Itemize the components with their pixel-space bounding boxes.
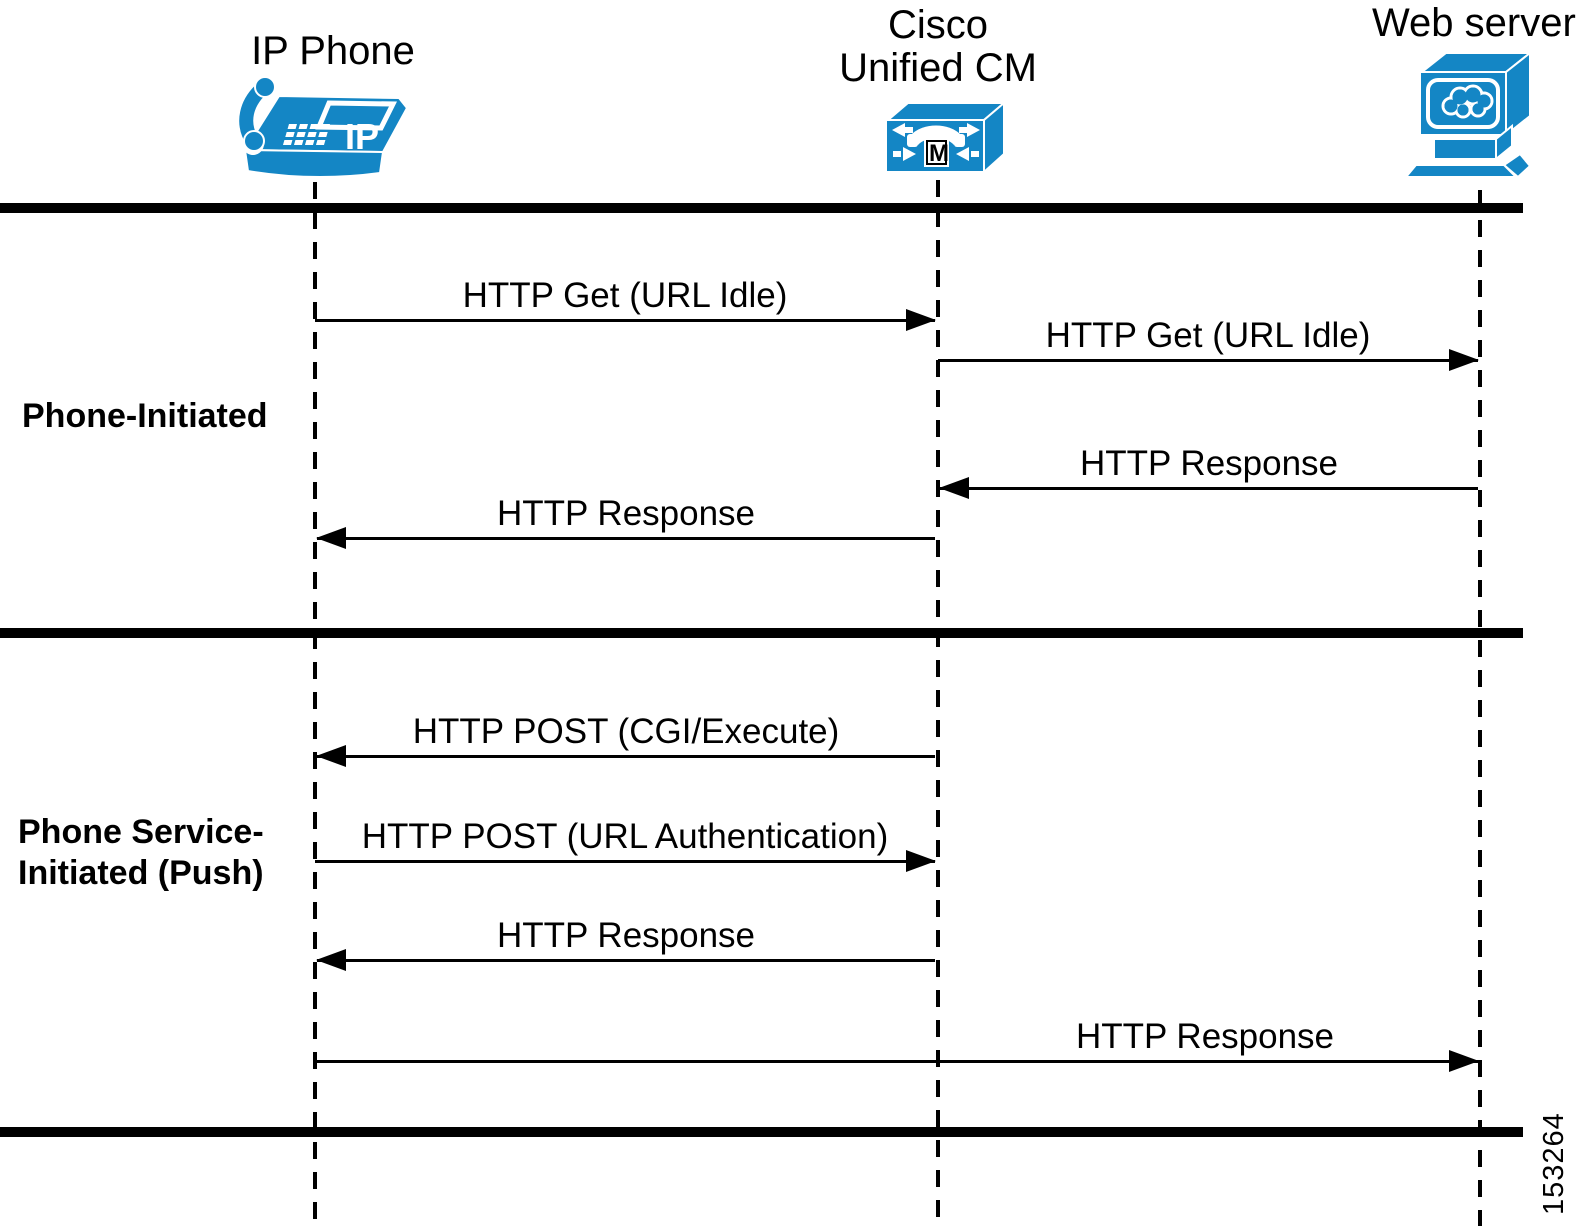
message-arrow xyxy=(315,309,936,331)
message-label: HTTP Response xyxy=(496,494,756,533)
message-arrow xyxy=(938,349,1479,371)
actor-label-web-server: Web server xyxy=(1372,1,1576,45)
arrowhead-left-icon xyxy=(316,745,346,767)
rule-middle xyxy=(0,628,1523,638)
cisco-unified-cm-icon: M xyxy=(885,100,1006,175)
arrowhead-right-icon xyxy=(906,850,936,872)
svg-text:M: M xyxy=(929,140,949,167)
message-http-post-url-authentication: HTTP POST (URL Authentication) xyxy=(315,814,936,872)
rule-top xyxy=(0,203,1523,213)
arrowhead-left-icon xyxy=(316,949,346,971)
section-label-phone-initiated: Phone-Initiated xyxy=(22,397,268,435)
ip-phone-icon: IP xyxy=(234,76,409,179)
message-http-get-url-idle-2: HTTP Get (URL Idle) xyxy=(938,313,1479,371)
message-arrow xyxy=(316,745,935,767)
section-label-phone-service-initiated: Phone Service- Initiated (Push) xyxy=(18,813,264,892)
arrowhead-right-icon xyxy=(1449,1050,1479,1072)
lifeline-cucm xyxy=(936,180,940,1226)
message-label: HTTP POST (CGI/Execute) xyxy=(412,712,840,751)
arrowhead-left-icon xyxy=(939,477,969,499)
message-label: HTTP Get (URL Idle) xyxy=(462,276,788,315)
message-http-response-2: HTTP Response xyxy=(316,491,935,549)
lifeline-ip-phone xyxy=(313,182,317,1226)
lifeline-web-server xyxy=(1478,190,1482,1226)
message-http-response-4: HTTP Response xyxy=(315,1014,1479,1072)
actor-label-ip-phone: IP Phone xyxy=(251,29,415,73)
message-http-response-1: HTTP Response xyxy=(939,441,1478,499)
message-arrow xyxy=(315,850,936,872)
message-label: HTTP Get (URL Idle) xyxy=(1045,316,1371,355)
message-http-get-url-idle-1: HTTP Get (URL Idle) xyxy=(315,273,936,331)
message-arrow xyxy=(316,949,935,971)
actor-label-cisco-unified-cm: Cisco Unified CM xyxy=(839,3,1037,90)
svg-text:IP: IP xyxy=(345,116,379,157)
message-arrow xyxy=(939,477,1478,499)
arrowhead-right-icon xyxy=(906,309,936,331)
message-label: HTTP Response xyxy=(1075,1017,1335,1056)
message-label: HTTP Response xyxy=(496,916,756,955)
arrowhead-left-icon xyxy=(316,527,346,549)
message-arrow xyxy=(315,1050,1479,1072)
message-http-post-cgi-execute: HTTP POST (CGI/Execute) xyxy=(316,709,935,767)
message-arrow xyxy=(316,527,935,549)
message-http-response-3: HTTP Response xyxy=(316,913,935,971)
arrowhead-right-icon xyxy=(1449,349,1479,371)
figure-number: 153264 xyxy=(1538,1112,1570,1215)
rule-bottom xyxy=(0,1127,1523,1137)
message-label: HTTP Response xyxy=(1079,444,1339,483)
message-label: HTTP POST (URL Authentication) xyxy=(361,817,889,856)
web-server-icon xyxy=(1406,50,1533,179)
